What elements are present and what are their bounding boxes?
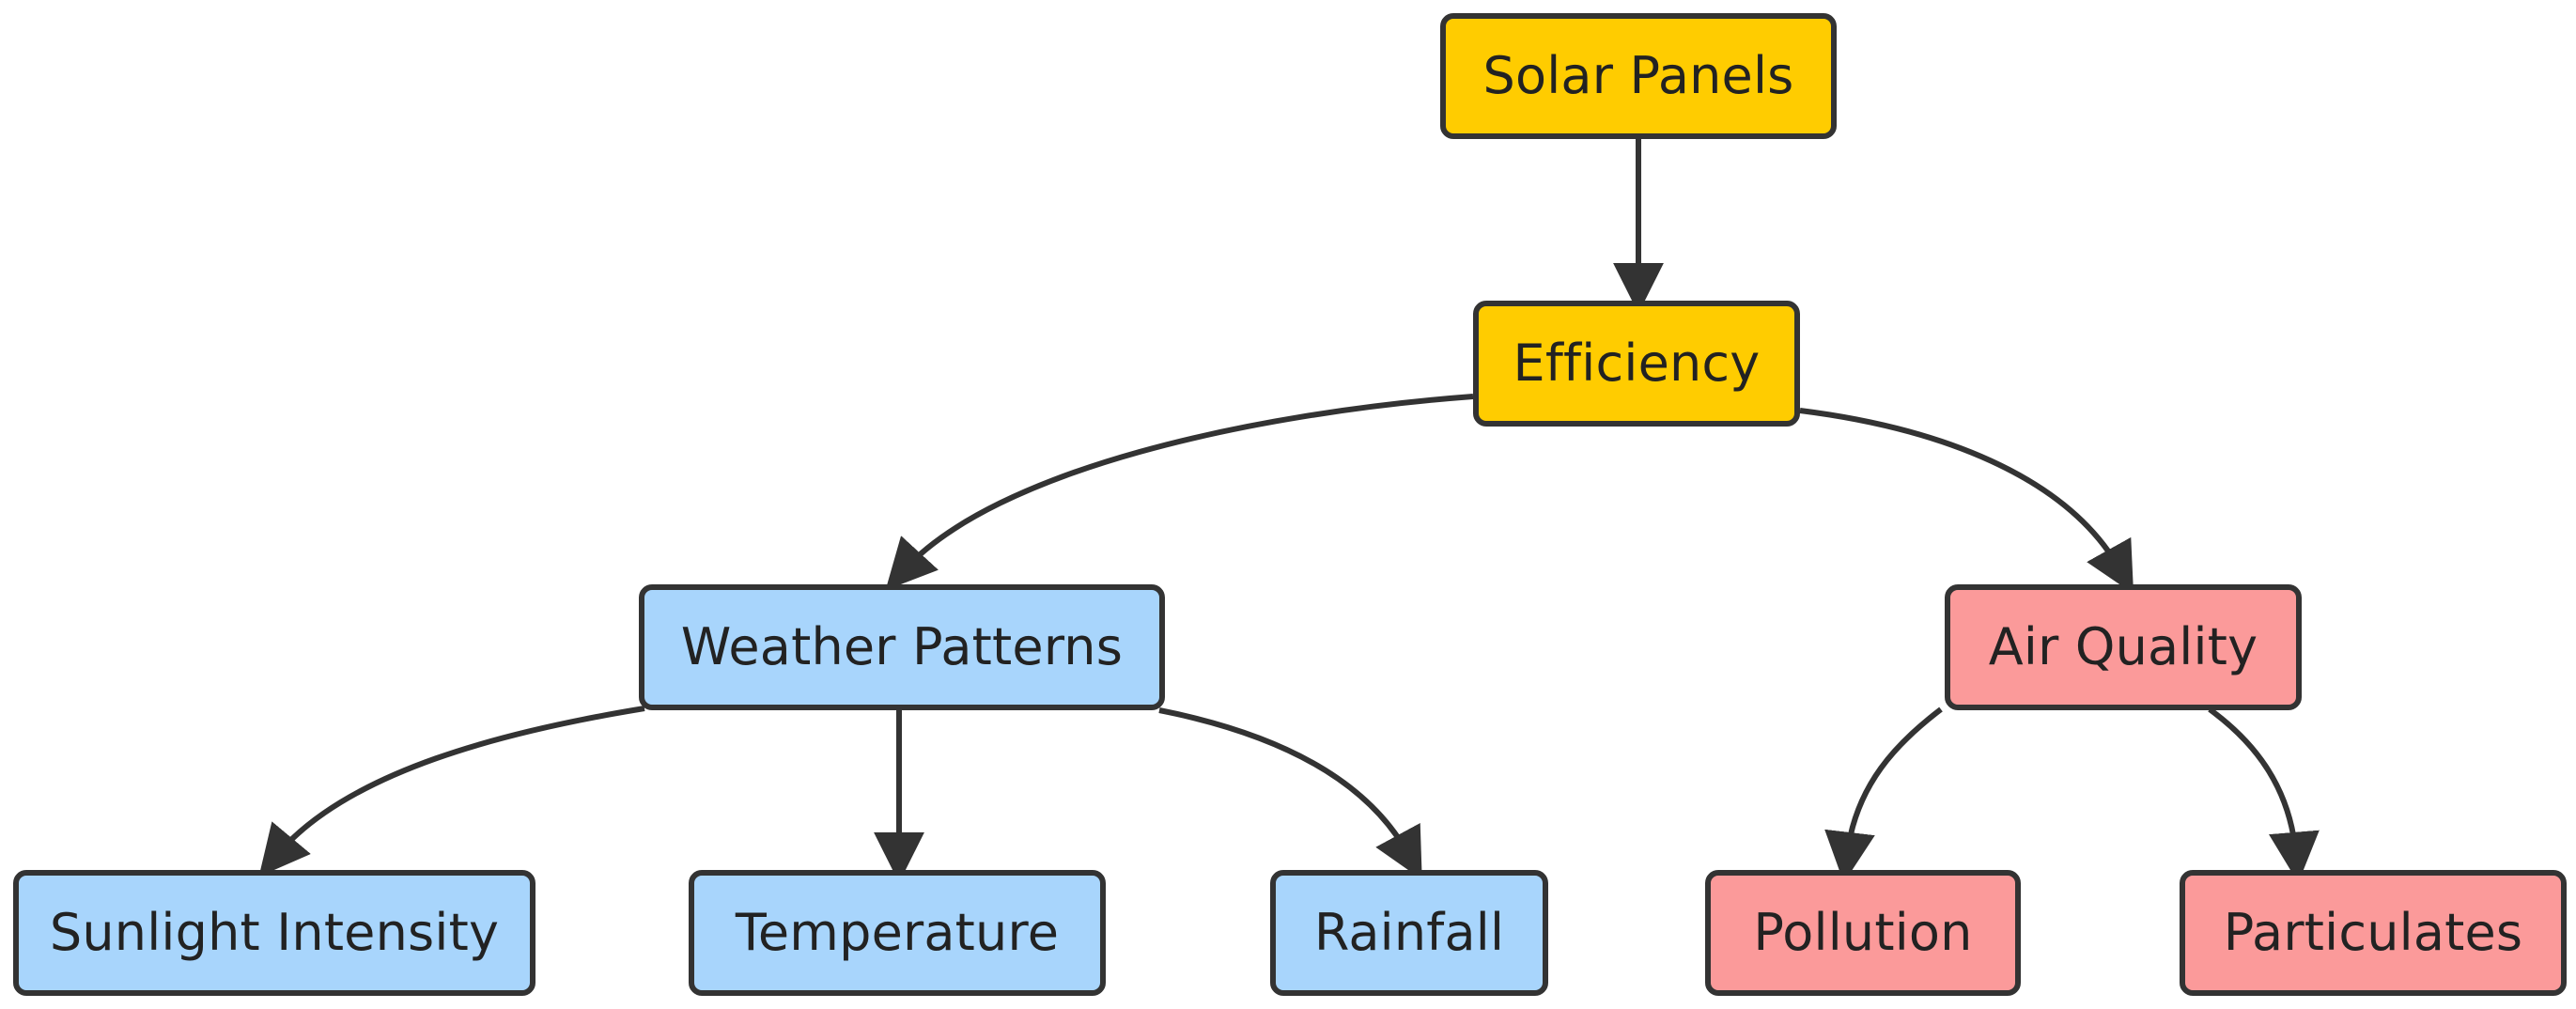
flow-node-label: Temperature	[735, 903, 1060, 962]
flow-edge	[258, 706, 645, 877]
flow-node-label: Solar Panels	[1482, 46, 1794, 105]
flow-node-label: Particulates	[2223, 903, 2523, 962]
flow-node-air-quality[interactable]: Air Quality	[1945, 584, 2302, 710]
flow-edge	[885, 394, 1474, 591]
flow-node-solar-panels[interactable]: Solar Panels	[1440, 13, 1837, 139]
flow-node-label: Sunlight Intensity	[49, 903, 500, 962]
flow-node-label: Efficiency	[1513, 334, 1761, 393]
flow-edge	[1824, 706, 1943, 883]
flow-edge	[1158, 707, 1422, 880]
flow-edge	[2208, 706, 2320, 883]
flow-node-label: Pollution	[1753, 903, 1973, 962]
flow-node-weather-patterns[interactable]: Weather Patterns	[639, 584, 1165, 710]
flow-node-particulates[interactable]: Particulates	[2180, 870, 2567, 996]
flow-node-pollution[interactable]: Pollution	[1705, 870, 2021, 996]
flow-node-rainfall[interactable]: Rainfall	[1270, 870, 1548, 996]
flow-node-temperature[interactable]: Temperature	[689, 870, 1106, 996]
flow-node-efficiency[interactable]: Efficiency	[1473, 301, 1800, 427]
flow-edge	[1799, 408, 2134, 595]
flow-node-label: Weather Patterns	[680, 617, 1124, 676]
edge-paths	[258, 139, 2320, 883]
flow-node-sunlight-intensity[interactable]: Sunlight Intensity	[13, 870, 535, 996]
flow-node-label: Air Quality	[1988, 617, 2258, 676]
flow-node-label: Rainfall	[1313, 903, 1505, 962]
